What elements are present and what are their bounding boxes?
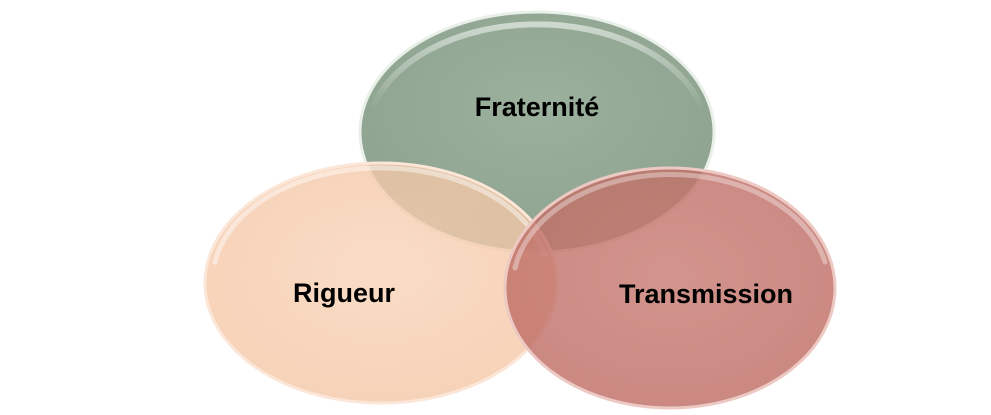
label-rigueur: Rigueur <box>293 278 395 308</box>
label-transmission: Transmission <box>619 279 793 309</box>
label-fraternite: Fraternité <box>475 92 600 122</box>
circle-transmission <box>503 166 837 410</box>
